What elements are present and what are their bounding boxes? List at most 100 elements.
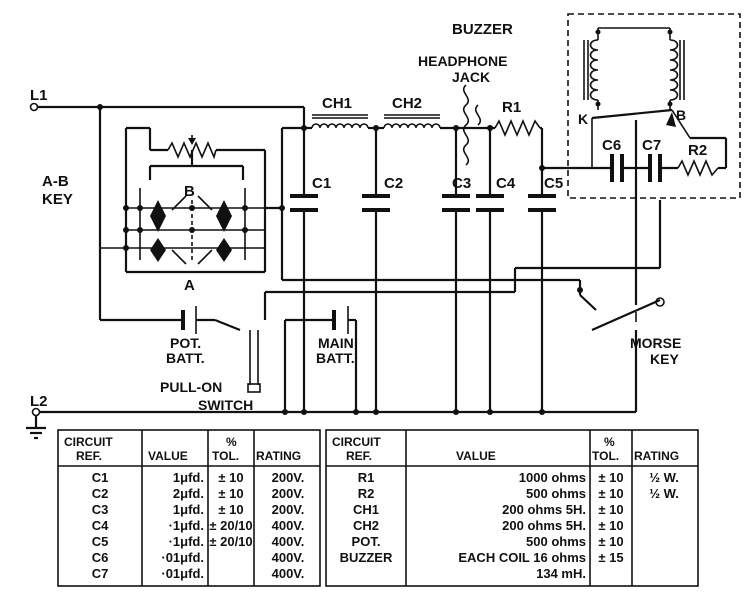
right-cell-ref: R1 (358, 470, 375, 485)
right-cell-value: 1000 ohms (519, 470, 586, 485)
left-cell-ref: C3 (92, 502, 109, 517)
right-cell-ref: POT. (352, 534, 381, 549)
right-cell-tol: ± 10 (598, 534, 623, 549)
left-cell-ref: C2 (92, 486, 109, 501)
left-header-ref-2: REF. (76, 449, 102, 463)
component-table-right: CIRCUIT REF. VALUE % TOL. RATING R1 1000 … (325, 429, 699, 587)
right-cell-value: 134 mH. (536, 566, 586, 581)
right-cell-tol: ± 10 (598, 518, 623, 533)
potentiometer-resistor (167, 135, 217, 160)
label-c2: C2 (384, 175, 403, 192)
left-cell-value: 2μfd. (173, 486, 204, 501)
label-main-batt-1: MAIN (318, 335, 354, 351)
label-pull-on-2: SWITCH (198, 397, 253, 413)
label-ch1: CH1 (322, 95, 352, 112)
left-cell-value: 1μfd. (173, 470, 204, 485)
resistor-r1 (494, 118, 541, 138)
label-buzzer-k: K (578, 111, 588, 127)
label-l2: L2 (30, 393, 48, 410)
right-header-rating: RATING (634, 449, 679, 463)
label-ch2: CH2 (392, 95, 422, 112)
left-header-tol-1: % (226, 435, 237, 449)
left-cell-ref: C6 (92, 550, 109, 565)
left-cell-rating: 400V. (272, 550, 305, 565)
buzzer-assembly (567, 13, 741, 199)
junction-dots (97, 104, 583, 415)
left-cell-rating: 400V. (272, 566, 305, 581)
left-cell-tol: ± 10 (218, 470, 243, 485)
right-cell-ref: CH1 (353, 502, 379, 517)
left-header-rating: RATING (256, 449, 301, 463)
left-header-value: VALUE (148, 449, 188, 463)
wiring (26, 84, 728, 440)
left-cell-value: 1μfd. (173, 502, 204, 517)
terminal-l1 (29, 102, 39, 112)
right-header-ref-1: CIRCUIT (332, 435, 381, 449)
left-cell-tol: ± 20/10 (209, 518, 252, 533)
left-cell-rating: 200V. (272, 502, 305, 517)
label-buzzer-b: B (676, 107, 686, 123)
label-pull-on-1: PULL-ON (160, 379, 222, 395)
right-cell-ref: R2 (358, 486, 375, 501)
label-morse-1: MORSE (630, 335, 681, 351)
label-key-b: B (184, 183, 195, 200)
left-cell-rating: 200V. (272, 486, 305, 501)
left-cell-value: ·01μfd. (161, 566, 204, 581)
left-cell-tol: ± 10 (218, 502, 243, 517)
pot-battery (181, 306, 197, 334)
left-header-ref-1: CIRCUIT (64, 435, 113, 449)
left-cell-rating: 400V. (272, 518, 305, 533)
label-c4: C4 (496, 175, 516, 192)
right-header-tol-2: TOL. (592, 449, 619, 463)
right-cell-value: 500 ohms (526, 534, 586, 549)
ab-key-contacts (150, 195, 232, 265)
right-cell-value: EACH COIL 16 ohms (458, 550, 586, 565)
capacitor-c7 (648, 154, 662, 182)
capacitor-c6 (610, 154, 624, 182)
right-cell-tol: ± 10 (598, 486, 623, 501)
left-cell-ref: C5 (92, 534, 109, 549)
left-cell-value: ·1μfd. (169, 518, 204, 533)
right-cell-tol: ± 15 (598, 550, 623, 565)
right-cell-value: 500 ohms (526, 486, 586, 501)
right-header-tol-1: % (604, 435, 615, 449)
label-l1: L1 (30, 87, 48, 104)
label-c7: C7 (642, 137, 661, 154)
left-cell-tol: ± 10 (218, 486, 243, 501)
label-c6: C6 (602, 137, 621, 154)
right-cell-rating: ½ W. (649, 486, 679, 501)
left-cell-tol: ± 20/10 (209, 534, 252, 549)
circuit-labels: L1 L2 A-B KEY B A BUZZER HEADPHONE JACK … (30, 21, 707, 413)
label-c5: C5 (544, 175, 563, 192)
label-buzzer: BUZZER (452, 21, 513, 38)
label-pot-batt-2: BATT. (166, 350, 205, 366)
right-cell-tol: ± 10 (598, 502, 623, 517)
left-cell-value: ·01μfd. (161, 550, 204, 565)
right-header-ref-2: REF. (346, 449, 372, 463)
left-cell-rating: 400V. (272, 534, 305, 549)
right-cell-rating: ½ W. (649, 470, 679, 485)
label-r1: R1 (502, 99, 521, 116)
label-headphone-2: JACK (452, 69, 490, 85)
choke-ch1 (311, 114, 369, 129)
label-main-batt-2: BATT. (316, 350, 355, 366)
morse-key (591, 297, 665, 332)
left-cell-value: ·1μfd. (169, 534, 204, 549)
choke-ch2 (383, 114, 441, 129)
right-cell-tol: ± 10 (598, 470, 623, 485)
label-ab-key-2: KEY (42, 191, 73, 208)
left-cell-ref: C7 (92, 566, 109, 581)
label-c1: C1 (312, 175, 331, 192)
label-key-a: A (184, 277, 195, 294)
label-headphone-1: HEADPHONE (418, 53, 507, 69)
right-cell-value: 200 ohms 5H. (502, 518, 586, 533)
capacitor-c3 (442, 194, 470, 212)
right-cell-ref: BUZZER (340, 550, 393, 565)
right-cell-value: 200 ohms 5H. (502, 502, 586, 517)
right-header-value: VALUE (456, 449, 496, 463)
left-cell-ref: C4 (92, 518, 109, 533)
left-cell-rating: 200V. (272, 470, 305, 485)
right-cell-ref: CH2 (353, 518, 379, 533)
